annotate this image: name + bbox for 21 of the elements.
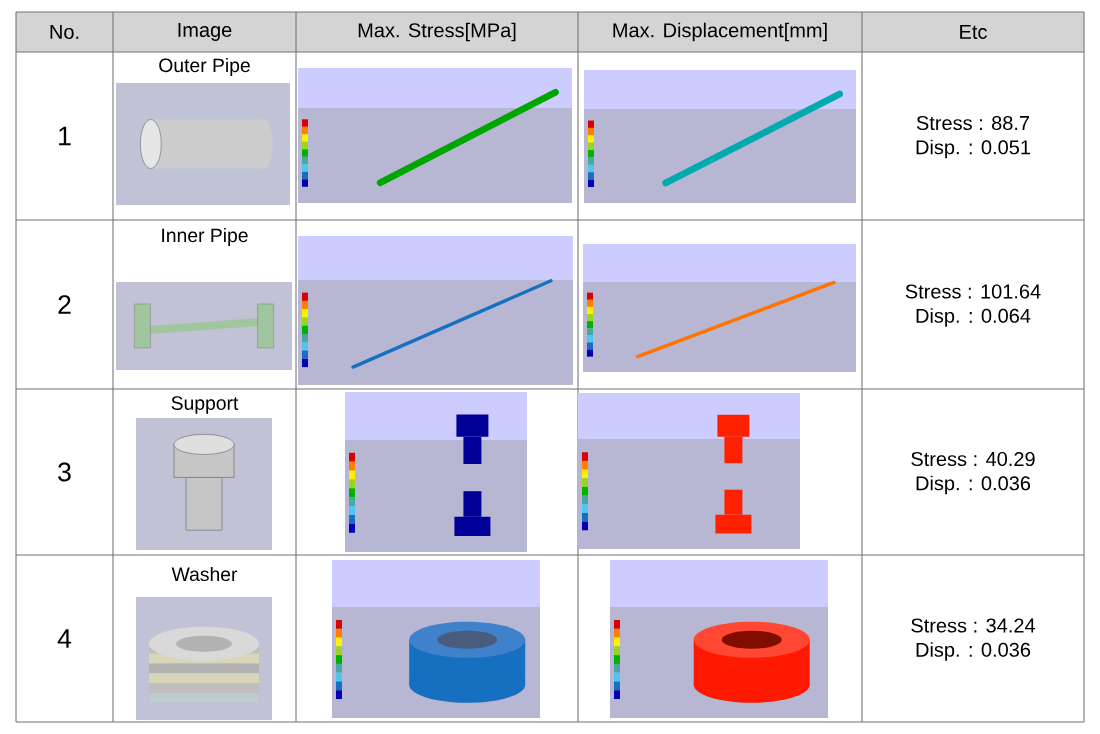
result-text: Disp. : 0.064 [916,308,1031,327]
result-text: Disp. : 0.036 [916,642,1031,661]
column-header: No. [50,25,79,39]
result-text: Disp. : 0.036 [916,475,1031,495]
column-header: Max. Stress[MPa] [358,22,516,42]
column-header: Etc [960,25,987,39]
part-name: Support [171,396,239,414]
column-header: Image [178,23,232,41]
column-header: Max. Displacement[mm] [613,22,827,42]
result-text: Stress : 34.24 [911,618,1036,633]
row-number: 3 [58,462,71,482]
part-name: Washer [171,566,238,582]
row-number: 4 [57,629,72,648]
result-text: Disp. : 0.051 [916,139,1030,159]
row-number: 1 [59,126,71,146]
part-name: Outer Pipe [159,58,250,76]
result-text: Stress : 101.64 [905,284,1041,299]
part-name: Inner Pipe [162,228,248,246]
row-number: 2 [58,295,71,314]
result-text: Stress : 40.29 [911,451,1035,467]
result-text: Stress : 88.7 [916,115,1030,131]
